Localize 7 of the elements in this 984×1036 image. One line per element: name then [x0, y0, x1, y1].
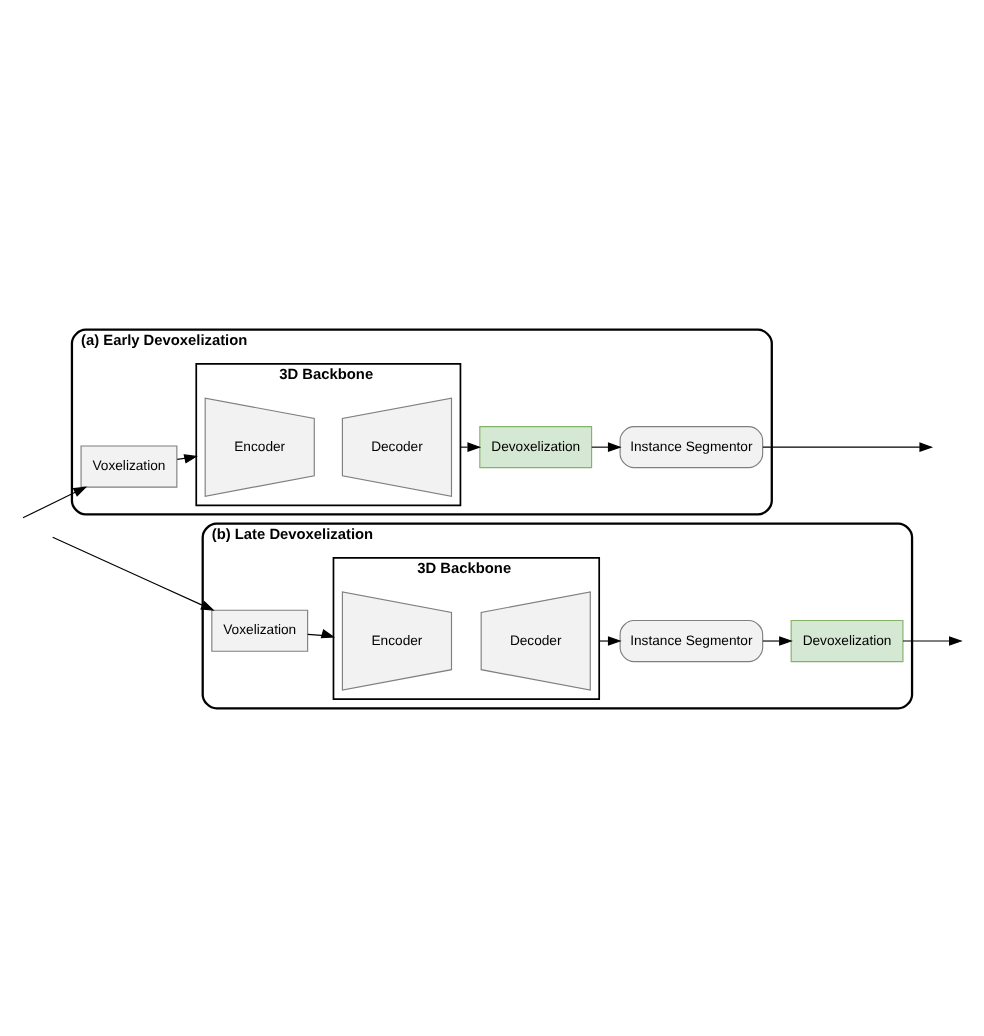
arrow	[762, 635, 793, 645]
arrow	[52, 535, 215, 610]
arrow	[902, 635, 963, 645]
arrow	[598, 635, 622, 645]
arrow	[307, 628, 336, 638]
arrow	[762, 441, 934, 451]
arrow	[22, 485, 88, 518]
